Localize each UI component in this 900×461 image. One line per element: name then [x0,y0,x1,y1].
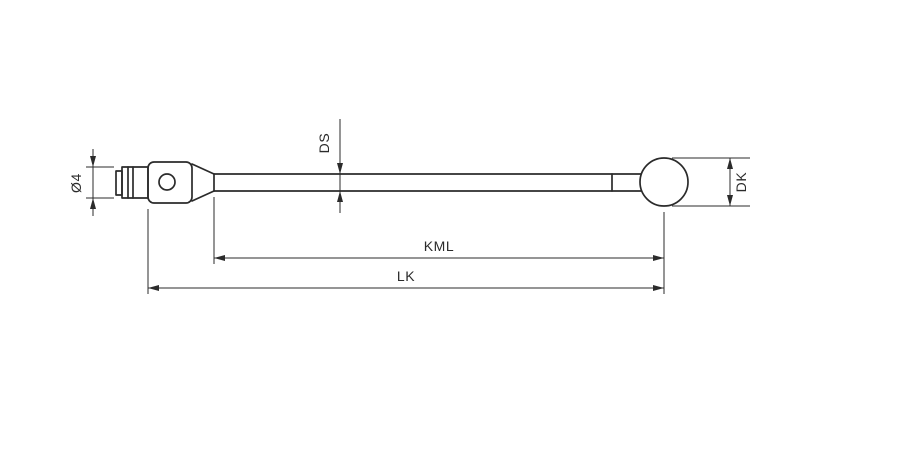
arrowhead-right [653,255,664,261]
arrowhead-up [727,158,733,169]
arrowhead-down [90,156,96,167]
dim-total-length: LK [147,209,664,294]
dim-shaft-diameter: DS [316,119,343,213]
ball-tip [639,157,689,207]
dim-ball-diameter: DK [672,157,750,207]
label-ball-diameter: DK [733,172,749,193]
arrowhead-right [653,285,664,291]
holder-body [147,161,193,204]
label-measuring-length: KML [424,238,455,254]
arrowhead-down [337,163,343,174]
stylus-shaft [213,173,642,192]
stylus-part [115,157,689,207]
label-thread-diameter: Ø4 [68,173,84,193]
thread-section [115,166,149,199]
label-total-length: LK [397,268,415,284]
taper-section [191,163,215,202]
arrowhead-left [148,285,159,291]
arrowhead-left [214,255,225,261]
arrowhead-down [727,195,733,206]
thread-end-cap [115,170,123,196]
label-shaft-diameter: DS [316,133,332,154]
arrowhead-up [337,191,343,202]
dim-thread-diameter: Ø4 [68,149,114,216]
holder-body-outline [147,161,193,204]
dim-measuring-length: KML [213,197,665,294]
thread-body [121,166,149,199]
arrowhead-up [90,198,96,209]
clamp-hole [158,173,176,191]
taper-top-line [191,163,215,175]
taper-bottom-line [191,190,215,202]
